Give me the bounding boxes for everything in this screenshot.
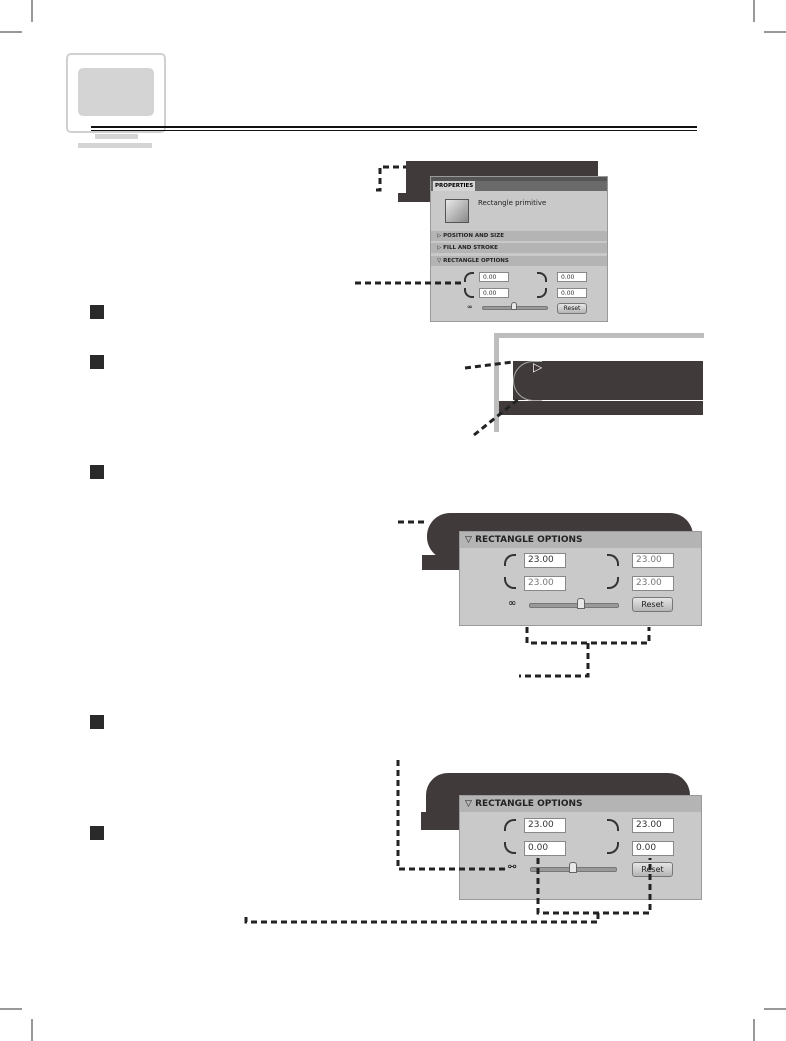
header-rule-thin xyxy=(91,130,697,131)
corner-top-right-icon xyxy=(607,819,619,831)
section-label: POSITION AND SIZE xyxy=(443,233,504,239)
corner-top-left-icon xyxy=(464,272,474,282)
rectangle-shape-strip xyxy=(398,193,432,202)
callout-line xyxy=(244,913,600,924)
corner-radius-top-right[interactable]: 23.00 xyxy=(632,818,674,833)
link-icon[interactable]: ∞ xyxy=(467,303,473,311)
corner-radius-bottom-right[interactable]: 23.00 xyxy=(632,576,674,591)
callout-line xyxy=(473,396,521,437)
rectangle-primitive-icon xyxy=(445,199,469,223)
corner-radius-top-right[interactable]: 23.00 xyxy=(632,553,674,568)
callout-line xyxy=(519,643,590,678)
reset-button[interactable]: Reset xyxy=(632,862,673,877)
corner-radius-bottom-right[interactable]: 0.00 xyxy=(632,841,674,856)
corner-top-left-icon xyxy=(504,819,516,831)
step-marker xyxy=(90,465,104,479)
rectangle-shape-strip xyxy=(422,555,462,570)
corner-top-left-icon xyxy=(504,554,516,566)
corner-radius-bottom-left[interactable]: 23.00 xyxy=(524,576,566,591)
cursor-icon: ▷ xyxy=(533,360,543,374)
corner-radius-top-left[interactable]: 23.00 xyxy=(524,553,566,568)
object-type-label: Rectangle primitive xyxy=(478,199,547,207)
stage-frame xyxy=(494,333,704,432)
corner-bottom-right-icon xyxy=(537,288,547,298)
section-label: RECTANGLE OPTIONS xyxy=(443,258,509,264)
step-marker xyxy=(90,826,104,840)
section-rectangle-options[interactable]: ▽ RECTANGLE OPTIONS xyxy=(460,796,701,812)
rectangle-shape-strip xyxy=(499,401,703,415)
corner-radius-bottom-left[interactable]: 0.00 xyxy=(524,841,566,856)
corner-bottom-left-icon xyxy=(504,842,516,854)
corner-radius-top-right[interactable]: 0.00 xyxy=(557,272,587,282)
rectangle-shape xyxy=(513,361,703,400)
rectangle-options-panel: ▽ RECTANGLE OPTIONS 23.00 23.00 0.00 0.0… xyxy=(459,795,702,900)
corner-radius-bottom-right[interactable]: 0.00 xyxy=(557,288,587,298)
rectangle-options-panel: ▽ RECTANGLE OPTIONS 23.00 23.00 23.00 23… xyxy=(459,531,702,626)
step-marker xyxy=(90,355,104,369)
callout-line xyxy=(536,858,652,915)
section-label: RECTANGLE OPTIONS xyxy=(475,535,583,545)
section-label: FILL AND STROKE xyxy=(443,245,498,251)
corner-bottom-left-icon xyxy=(504,577,516,589)
slider-thumb[interactable] xyxy=(511,302,517,310)
step-marker xyxy=(90,305,104,319)
section-rectangle-options[interactable]: ▽ RECTANGLE OPTIONS xyxy=(460,532,701,548)
step-marker xyxy=(90,715,104,729)
header-rule xyxy=(91,126,697,128)
corner-bottom-right-icon xyxy=(607,577,619,589)
corner-radius-top-left[interactable]: 0.00 xyxy=(479,272,509,282)
corner-bottom-right-icon xyxy=(607,842,619,854)
slider-thumb[interactable] xyxy=(577,598,585,609)
section-rectangle-options[interactable]: ▽ RECTANGLE OPTIONS xyxy=(431,256,607,266)
corner-top-right-icon xyxy=(537,272,547,282)
section-position-and-size[interactable]: ▷ POSITION AND SIZE xyxy=(431,231,607,241)
reset-button[interactable]: Reset xyxy=(632,597,673,612)
section-label: RECTANGLE OPTIONS xyxy=(475,799,583,809)
corner-bottom-left-icon xyxy=(464,288,474,298)
corner-radius-bottom-left[interactable]: 0.00 xyxy=(479,288,509,298)
rectangle-shape-strip xyxy=(421,812,461,830)
tab-properties[interactable]: PROPERTIES xyxy=(433,181,475,191)
unlink-icon[interactable]: ⚯ xyxy=(508,862,517,873)
callout-line xyxy=(376,165,406,192)
section-fill-and-stroke[interactable]: ▷ FILL AND STROKE xyxy=(431,243,607,253)
properties-panel: PROPERTIES Rectangle primitive ▷ POSITIO… xyxy=(430,176,608,322)
reset-button[interactable]: Reset xyxy=(557,303,587,314)
slider-thumb[interactable] xyxy=(569,862,577,873)
callout-line xyxy=(396,760,506,871)
callout-line xyxy=(525,627,651,645)
corner-top-right-icon xyxy=(607,554,619,566)
corner-radius-slider[interactable] xyxy=(529,603,619,608)
link-icon[interactable]: ∞ xyxy=(508,598,517,609)
corner-radius-top-left[interactable]: 23.00 xyxy=(524,818,566,833)
callout-line xyxy=(464,360,514,370)
